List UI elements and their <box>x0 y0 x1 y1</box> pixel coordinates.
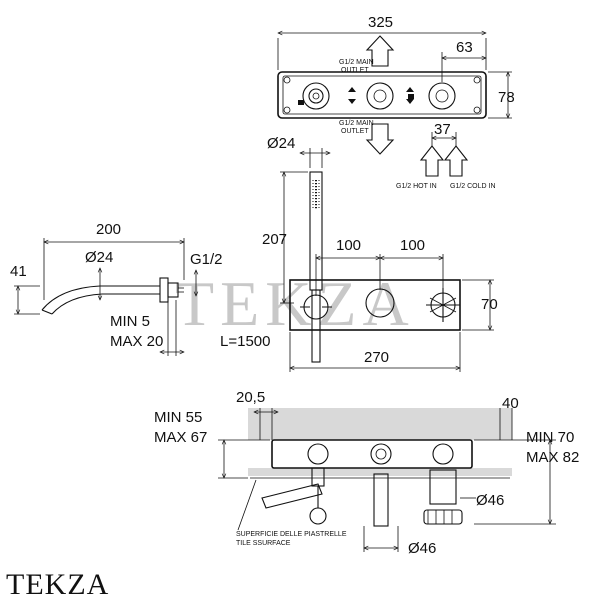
main-outlet <box>366 82 394 110</box>
cold-inlet-arrow-icon <box>443 145 469 177</box>
left-lever <box>261 483 323 509</box>
tile-surface-label-en: TILE SSURFACE <box>236 540 291 547</box>
hot-inlet-arrow-icon <box>419 145 445 177</box>
watermark: TEKZA <box>175 268 415 339</box>
mixer-valve <box>428 82 456 110</box>
right-stem <box>429 469 457 505</box>
dim-depth-20-5: 20,5 <box>236 389 265 406</box>
spout-thread-label: G1/2 <box>190 251 223 268</box>
spout-max-label: MAX 20 <box>110 333 163 350</box>
brand-logo: TEKZA <box>6 568 109 600</box>
outlet-arrow-up-icon <box>365 35 395 67</box>
tile-surface-label-it: SUPERFICIE DELLE PIASTRELLE <box>236 531 347 538</box>
outlet-bottom-label-2: OUTLET <box>341 128 369 135</box>
section-box <box>271 439 473 469</box>
outlet-arrow-down-icon <box>365 123 395 155</box>
rough-in-box <box>277 71 487 119</box>
wall-section <box>248 408 512 440</box>
cold-in-label: G1/2 COLD IN <box>450 183 496 190</box>
section-min-right-label: MIN 70 <box>526 429 574 446</box>
dim-height-78: 78 <box>498 89 515 106</box>
right-knob-section <box>423 509 463 525</box>
outlet-top-label-2: OUTLET <box>341 67 369 74</box>
diverter-valve <box>302 82 330 110</box>
dim-diameter-24-top: Ø24 <box>267 135 295 152</box>
dim-right-40: 40 <box>502 395 519 412</box>
dim-spacing-100-left: 100 <box>336 237 361 254</box>
hose-length-label: L=1500 <box>220 333 270 350</box>
dim-plate-height-70: 70 <box>481 296 498 313</box>
front-view: 207 100 100 70 270 L=1500 <box>220 171 498 372</box>
dim-width-325: 325 <box>368 14 393 31</box>
dim-diameter-46-middle: Ø46 <box>408 540 436 557</box>
section-min-left-label: MIN 55 <box>154 409 202 426</box>
section-view: SUPERFICIE DELLE PIASTRELLE TILE SSURFAC… <box>154 389 579 557</box>
middle-stem <box>373 473 389 527</box>
dim-hose-height-207: 207 <box>262 231 287 248</box>
dim-diameter-46-right: Ø46 <box>476 492 504 509</box>
dim-spacing-37: 37 <box>434 121 451 138</box>
section-max-left-label: MAX 67 <box>154 429 207 446</box>
dim-plate-width-270: 270 <box>364 349 389 366</box>
hot-in-label: G1/2 HOT IN <box>396 183 437 190</box>
dim-spout-height-41: 41 <box>10 263 27 280</box>
top-view: G1/2 MAIN OUTLET G1/2 MAIN OUTLET G1/2 H… <box>267 14 515 190</box>
spout-view: 200 Ø24 G1/2 41 MIN 5 MAX 20 <box>10 221 223 356</box>
dim-offset-63: 63 <box>456 39 473 56</box>
outlet-bottom-label-1: G1/2 MAIN <box>339 120 374 127</box>
outlet-top-label-1: G1/2 MAIN <box>339 59 374 66</box>
dim-spacing-100-right: 100 <box>400 237 425 254</box>
dim-diameter-24-spout: Ø24 <box>85 249 113 266</box>
spout-flange <box>159 277 169 303</box>
spout-min-label: MIN 5 <box>110 313 150 330</box>
dim-spout-length-200: 200 <box>96 221 121 238</box>
section-max-right-label: MAX 82 <box>526 449 579 466</box>
